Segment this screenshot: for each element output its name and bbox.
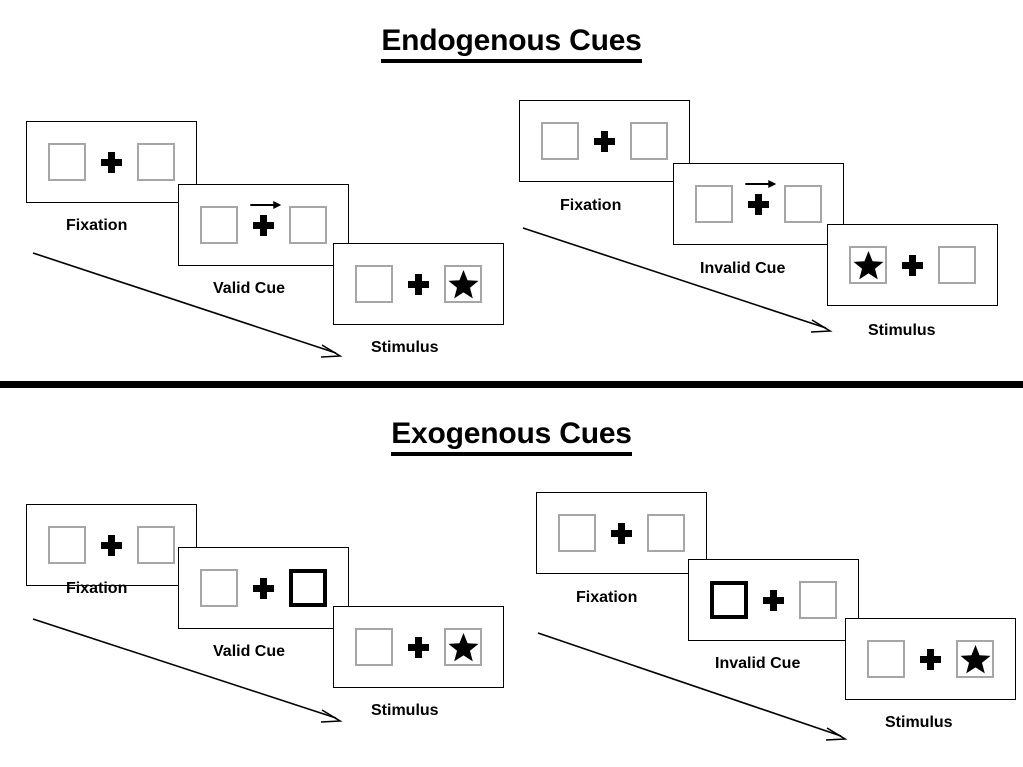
caption-fixation: Fixation — [66, 217, 128, 234]
placeholder-box-left — [200, 206, 238, 244]
trial-frame-stimulus[interactable] — [333, 606, 504, 688]
fixation-cross-icon — [408, 273, 429, 295]
caption-stimulus: Stimulus — [371, 339, 439, 356]
trial-frame-stimulus[interactable] — [827, 224, 998, 306]
caption-stimulus: Stimulus — [868, 322, 936, 339]
trial-frame-content — [849, 246, 976, 284]
fixation-cross-icon — [920, 648, 941, 670]
fixation-cross-icon — [611, 522, 632, 544]
cue-box-left-highlighted — [710, 581, 748, 619]
placeholder-box-left — [695, 185, 733, 223]
trial-frame-content — [710, 581, 837, 619]
fixation-cross-icon — [594, 130, 615, 152]
trial-frame-stimulus[interactable] — [845, 618, 1016, 700]
section-title-exogenous: Exogenous Cues — [0, 417, 1023, 456]
trial-frame-content — [867, 640, 994, 678]
fixation-cross-icon — [249, 200, 281, 236]
trial-frame-fixation[interactable] — [26, 504, 197, 586]
trial-frame-stimulus[interactable] — [333, 243, 504, 325]
placeholder-box-left — [558, 514, 596, 552]
caption-invalid-cue: Invalid Cue — [700, 260, 786, 277]
fixation-cross-icon — [763, 589, 784, 611]
arrow-right-cue-icon — [249, 200, 281, 209]
placeholder-box-right — [137, 526, 175, 564]
placeholder-box-left — [48, 143, 86, 181]
placeholder-box-right — [784, 185, 822, 223]
placeholder-box-left — [355, 628, 393, 666]
target-box-right — [444, 628, 482, 666]
section-title-endogenous: Endogenous Cues — [0, 24, 1023, 63]
star-target-icon — [447, 269, 479, 298]
target-box-right — [444, 265, 482, 303]
section-divider — [0, 381, 1023, 388]
trial-frame-content — [48, 143, 175, 181]
trial-frame-valid-cue[interactable] — [178, 184, 349, 266]
target-box-right — [956, 640, 994, 678]
fixation-cross-icon — [101, 151, 122, 173]
caption-fixation: Fixation — [560, 197, 622, 214]
section-title-endogenous-text: Endogenous Cues — [381, 24, 642, 63]
caption-fixation: Fixation — [576, 589, 638, 606]
fixation-cross-icon — [101, 534, 122, 556]
trial-frame-content — [558, 514, 685, 552]
star-target-icon — [959, 644, 991, 673]
trial-frame-content — [355, 265, 482, 303]
caption-valid-cue: Valid Cue — [213, 280, 286, 297]
fixation-cross-icon — [902, 254, 923, 276]
placeholder-box-left — [867, 640, 905, 678]
caption-fixation: Fixation — [66, 580, 128, 597]
trial-frame-valid-cue[interactable] — [178, 547, 349, 629]
placeholder-box-right — [630, 122, 668, 160]
section-title-exogenous-text: Exogenous Cues — [391, 417, 632, 456]
cue-box-right-highlighted — [289, 569, 327, 607]
placeholder-box-left — [200, 569, 238, 607]
star-target-icon — [852, 250, 884, 279]
fixation-cross-icon — [253, 577, 274, 599]
trial-frame-content — [48, 526, 175, 564]
fixation-cross-icon — [408, 636, 429, 658]
trial-frame-fixation[interactable] — [536, 492, 707, 574]
target-box-left — [849, 246, 887, 284]
trial-frame-invalid-cue[interactable] — [688, 559, 859, 641]
placeholder-box-right — [938, 246, 976, 284]
trial-frame-fixation[interactable] — [26, 121, 197, 203]
trial-frame-content — [695, 179, 822, 223]
trial-frame-content — [355, 628, 482, 666]
trial-frame-invalid-cue[interactable] — [673, 163, 844, 245]
placeholder-box-right — [799, 581, 837, 619]
placeholder-box-right — [289, 206, 327, 244]
trial-frame-content — [541, 122, 668, 160]
fixation-cross-icon — [744, 179, 776, 215]
caption-stimulus: Stimulus — [371, 702, 439, 719]
trial-frame-content — [200, 569, 327, 607]
caption-stimulus: Stimulus — [885, 714, 953, 731]
trial-frame-content — [200, 200, 327, 244]
arrow-right-cue-icon — [744, 179, 776, 188]
placeholder-box-left — [48, 526, 86, 564]
caption-valid-cue: Valid Cue — [213, 643, 286, 660]
placeholder-box-right — [647, 514, 685, 552]
trial-frame-fixation[interactable] — [519, 100, 690, 182]
star-target-icon — [447, 632, 479, 661]
placeholder-box-right — [137, 143, 175, 181]
caption-invalid-cue: Invalid Cue — [715, 655, 801, 672]
placeholder-box-left — [541, 122, 579, 160]
placeholder-box-left — [355, 265, 393, 303]
